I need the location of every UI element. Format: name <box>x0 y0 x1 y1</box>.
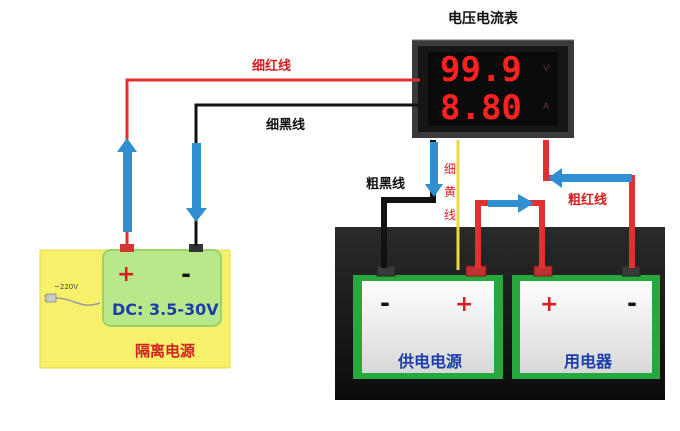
meter-title: 电压电流表 <box>448 11 518 27</box>
supply-minus-label: - <box>181 260 191 288</box>
load-label: 用电器 <box>564 352 613 371</box>
arrow-right-icon <box>488 194 534 213</box>
current-unit: A <box>543 102 550 112</box>
voltmeter-ammeter <box>412 39 574 138</box>
plug-icon <box>44 293 101 306</box>
thick-black-wire-label: 粗黑线 <box>366 177 406 192</box>
supply-plus-label: + <box>117 262 136 287</box>
power-source-minus-label: - <box>380 289 390 317</box>
isolated-supply-label: 隔离电源 <box>135 342 196 360</box>
thick-red-wire-label: 粗红线 <box>568 193 608 208</box>
load-plus-label: + <box>540 292 559 317</box>
power-source-battery <box>353 275 503 379</box>
thin-red-wire-label: 细红线 <box>252 59 292 74</box>
plug-voltage-label: ~220V <box>54 283 79 291</box>
power-source-label: 供电电源 <box>398 352 463 371</box>
thin-black-wire-label: 细黑线 <box>266 118 306 133</box>
supply-dc-label: DC: 3.5-30V <box>112 300 219 319</box>
load-minus-label: - <box>627 289 637 317</box>
supply-plus-terminal <box>120 244 134 252</box>
arrow-up-icon <box>117 138 137 232</box>
arrow-down-icon <box>186 143 207 222</box>
current-reading: 8.80 <box>440 88 522 128</box>
thin-yellow-wire-label: 细 黄 线 <box>444 162 457 222</box>
voltage-reading: 99.9 <box>440 50 522 90</box>
load-device <box>512 275 660 379</box>
supply-module <box>102 249 222 327</box>
arrow-left-icon <box>548 168 632 188</box>
supply-minus-terminal <box>189 244 203 252</box>
power-source-plus-label: + <box>455 292 474 317</box>
arrow-down-icon <box>425 142 443 197</box>
voltage-unit: V <box>543 64 550 74</box>
